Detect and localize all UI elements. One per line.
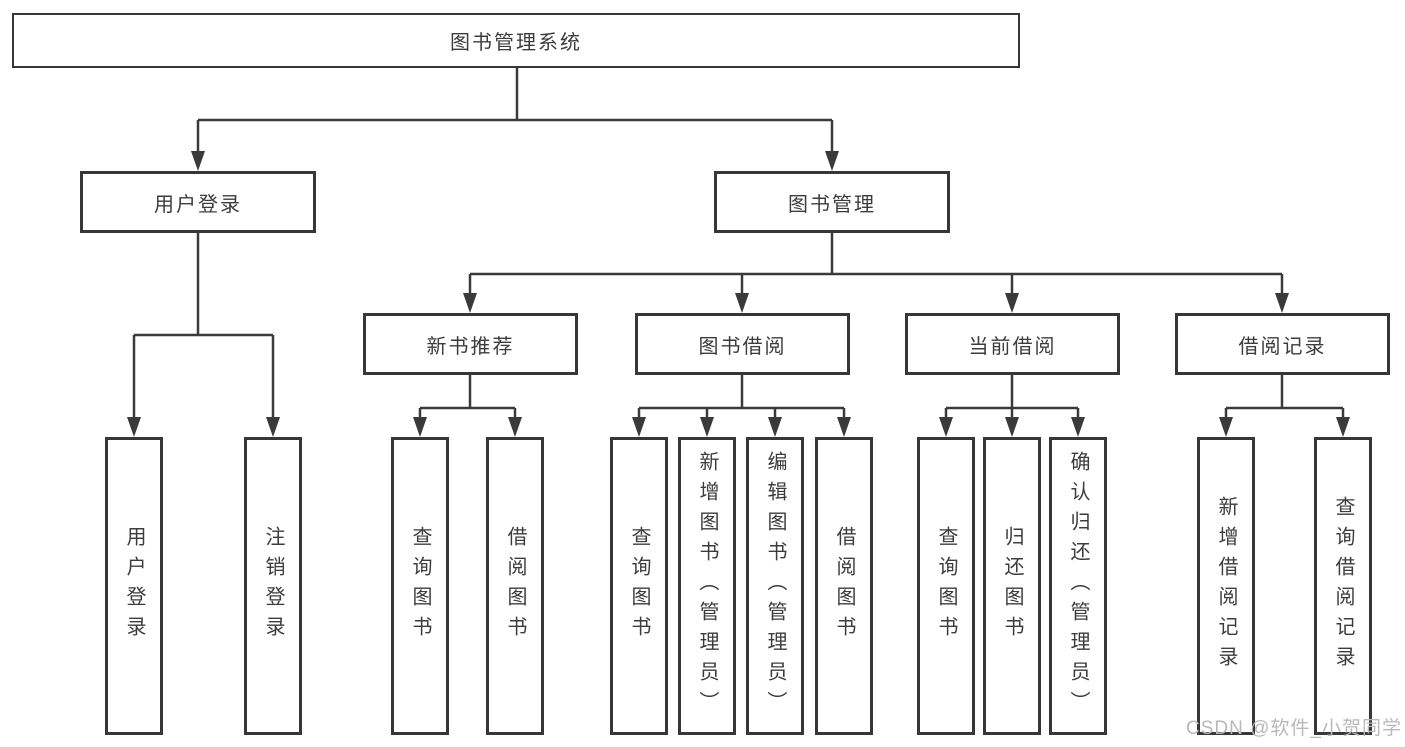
leaf-query-books-borrow: 查询图书 xyxy=(610,437,668,735)
leaf-borrow-books-recommend: 借阅图书 xyxy=(486,437,544,735)
leaf-logout: 注销登录 xyxy=(244,437,302,735)
leaf-borrow-books-2: 借阅图书 xyxy=(815,437,873,735)
node-label: 借阅图书 xyxy=(504,526,526,646)
node-user-login: 用户登录 xyxy=(80,171,316,233)
node-book-borrow: 图书借阅 xyxy=(635,313,850,375)
node-label: 归还图书 xyxy=(1001,526,1023,646)
node-label: 新增借阅记录 xyxy=(1215,496,1237,676)
leaf-user-login: 用户登录 xyxy=(105,437,163,735)
node-current-borrow: 当前借阅 xyxy=(905,313,1120,375)
node-label: 编辑图书（管理员） xyxy=(764,451,786,721)
node-label: 确认归还（管理员） xyxy=(1067,451,1089,721)
node-new-book-recommend: 新书推荐 xyxy=(363,313,578,375)
node-label: 注销登录 xyxy=(262,526,284,646)
node-book-management: 图书管理 xyxy=(714,171,950,233)
node-borrow-records: 借阅记录 xyxy=(1175,313,1390,375)
leaf-query-books-recommend: 查询图书 xyxy=(391,437,449,735)
node-label: 图书借阅 xyxy=(698,335,787,358)
leaf-edit-book-admin: 编辑图书（管理员） xyxy=(746,437,804,735)
node-label: 用户登录 xyxy=(154,193,242,216)
node-library-management-system: 图书管理系统 xyxy=(12,13,1020,68)
node-label: 当前借阅 xyxy=(968,335,1057,358)
leaf-add-book-admin: 新增图书（管理员） xyxy=(678,437,736,735)
leaf-return-book: 归还图书 xyxy=(983,437,1041,735)
node-label: 图书管理系统 xyxy=(450,32,582,54)
node-label: 新书推荐 xyxy=(426,335,515,358)
node-label: 借阅图书 xyxy=(833,526,855,646)
node-label: 查询图书 xyxy=(628,526,650,646)
csdn-watermark: CSDN @软件_小贺同学 xyxy=(1186,718,1402,739)
leaf-add-borrow-record: 新增借阅记录 xyxy=(1197,437,1255,735)
node-label: 查询借阅记录 xyxy=(1332,496,1354,676)
node-label: 借阅记录 xyxy=(1238,335,1327,358)
node-label: 查询图书 xyxy=(935,526,957,646)
node-label: 图书管理 xyxy=(788,193,876,216)
leaf-confirm-return-admin: 确认归还（管理员） xyxy=(1049,437,1107,735)
leaf-query-borrow-record: 查询借阅记录 xyxy=(1314,437,1372,735)
node-label: 用户登录 xyxy=(123,526,145,646)
node-label: 查询图书 xyxy=(409,526,431,646)
leaf-query-books-current: 查询图书 xyxy=(917,437,975,735)
node-label: 新增图书（管理员） xyxy=(696,451,718,721)
